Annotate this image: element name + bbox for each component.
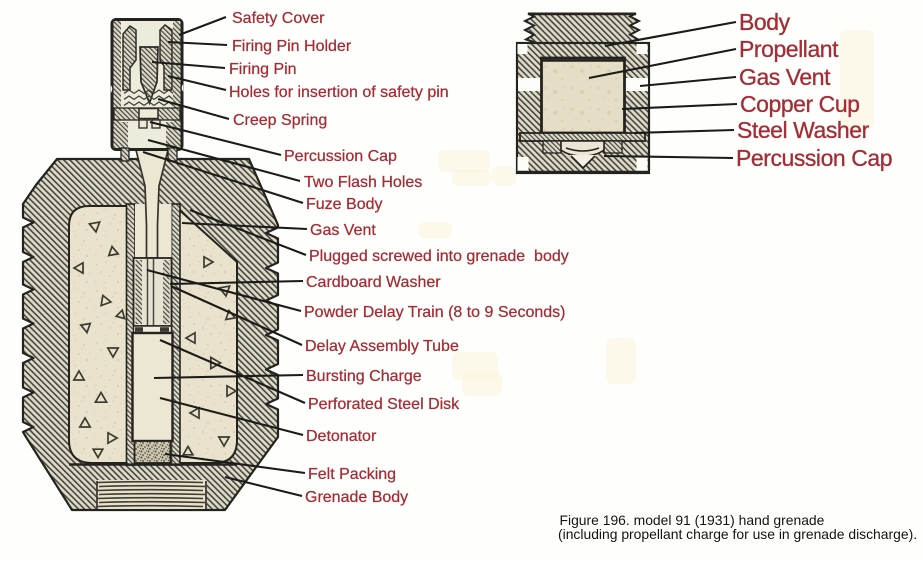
svg-text:Steel Washer: Steel Washer [737,117,870,143]
svg-text:Grenade Body: Grenade Body [305,489,408,506]
svg-text:Two Flash Holes: Two Flash Holes [304,174,422,191]
svg-text:Perforated Steel Disk: Perforated Steel Disk [308,396,460,413]
svg-text:Safety Cover: Safety Cover [232,10,325,27]
svg-text:Creep Spring: Creep Spring [233,112,327,129]
svg-text:(including propellant charge f: (including propellant charge for use in … [558,526,917,542]
svg-text:Powder Delay Train (8 to 9 Sec: Powder Delay Train (8 to 9 Seconds) [304,304,565,321]
svg-text:Felt Packing: Felt Packing [308,466,396,483]
svg-text:Firing Pin Holder: Firing Pin Holder [232,38,352,55]
svg-text:Firing Pin: Firing Pin [229,61,297,78]
svg-text:Detonator: Detonator [306,428,377,445]
svg-text:Holes for insertion of safety: Holes for insertion of safety pin [229,84,449,101]
svg-text:Gas Vent: Gas Vent [739,64,831,90]
svg-text:Figure 196. model 91 (1931) ha: Figure 196. model 91 (1931) hand grenade [560,512,825,528]
svg-text:Fuze Body: Fuze Body [306,196,382,213]
svg-text:Cardboard Washer: Cardboard Washer [306,274,441,291]
svg-text:Percussion Cap: Percussion Cap [736,145,892,171]
svg-text:Gas Vent: Gas Vent [310,222,376,239]
svg-text:Percussion Cap: Percussion Cap [284,148,397,165]
svg-text:Copper Cup: Copper Cup [740,91,860,117]
svg-text:Bursting Charge: Bursting Charge [306,368,422,385]
svg-text:Body: Body [739,9,791,35]
svg-text:Propellant: Propellant [739,36,839,62]
svg-text:Delay Assembly Tube: Delay Assembly Tube [305,338,459,355]
svg-text:Plugged screwed into grenade: Plugged screwed into grenade body [309,248,569,265]
